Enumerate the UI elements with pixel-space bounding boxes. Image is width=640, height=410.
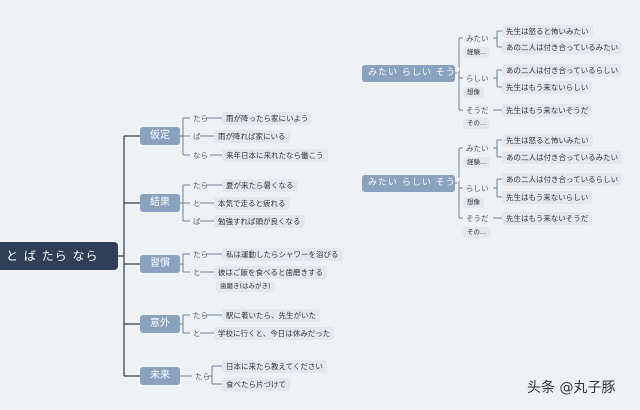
marker-ba: ば [193,132,201,141]
marker-mitai: みたい [466,144,489,153]
example-node[interactable]: 学校に行くと、今日は休みだった [214,327,335,340]
marker-to: と [193,199,201,208]
topic-mitai-rashii-souda[interactable]: みたい らしい そうだ [362,175,465,192]
example-node[interactable]: 勉強すれば頭が良くなる [214,215,305,228]
example-node[interactable]: 彼はご飯を食べると歯磨きする [214,266,327,279]
sublabel[interactable]: 経験... [463,47,491,58]
example-node[interactable]: あの二人は付き合っているらしい [502,173,623,186]
marker-tara: たら [195,372,210,381]
example-node[interactable]: 来年日本に来れたなら働こう [222,149,328,162]
sublabel[interactable]: 経験... [463,157,491,168]
marker-mitai: みたい [466,34,489,43]
example-node[interactable]: 雨が降ったら家にいよう [222,112,313,125]
example-node[interactable]: 先生はもう来ないらしい [502,81,593,94]
example-node[interactable]: 食べたら片づけて [222,378,290,391]
marker-tara: たら [193,181,208,190]
watermark: 头条 @丸子豚 [527,380,616,396]
example-node[interactable]: 本気で走ると疲れる [214,197,290,210]
example-node[interactable]: 先生はもう来ないそうだ [502,212,593,225]
sublabel[interactable]: 想像 [463,87,484,98]
example-node[interactable]: 私は運動したらシャワーを浴びる [222,248,343,261]
marker-tara: たら [193,250,208,259]
marker-ba: ば [193,217,201,226]
branch-katei[interactable]: 仮定 [140,127,180,145]
branch-igai[interactable]: 意外 [140,315,180,333]
branch-shuukan[interactable]: 習慣 [140,255,180,273]
example-node[interactable]: 先生は怒ると怖いみたい [502,134,593,147]
example-node[interactable]: あの二人は付き合っているらしい [502,64,623,77]
root-node[interactable]: と ば たら なら [0,242,118,270]
example-node[interactable]: 雨が降れば家にいる [214,130,290,143]
example-node[interactable]: 駅に着いたら、先生がいた [222,309,320,322]
example-node[interactable]: あの二人は付き合っているみたい [502,151,623,164]
marker-rashii: らしい [466,74,489,83]
example-node[interactable]: あの二人は付き合っているみたい [502,41,623,54]
note-label[interactable]: 歯磨き(はみがき) [216,281,275,292]
marker-rashii: らしい [466,184,489,193]
marker-to: と [193,329,201,338]
marker-to: と [193,268,201,277]
example-node[interactable]: 夏が来たら暑くなる [222,179,298,192]
example-node[interactable]: 日本に来たら教えてください [222,360,327,373]
sublabel[interactable]: その... [463,227,491,238]
example-node[interactable]: 先生はもう来ないらしい [502,191,593,204]
example-node[interactable]: 先生は怒ると怖いみたい [502,25,593,38]
example-node[interactable]: 先生はもう来ないそうだ [502,104,593,117]
marker-souda: そうだ [466,214,489,223]
marker-souda: そうだ [466,106,489,115]
marker-nara: なら [193,151,208,160]
branch-mirai[interactable]: 未来 [140,367,180,385]
marker-tara: たら [193,114,208,123]
branch-kekka[interactable]: 結果 [140,194,180,212]
topic-mitai-rashii-souda[interactable]: みたい らしい そうだ [362,65,465,82]
sublabel[interactable]: その... [463,118,491,129]
sublabel[interactable]: 想像 [463,197,484,208]
marker-tara: たら [193,311,208,320]
